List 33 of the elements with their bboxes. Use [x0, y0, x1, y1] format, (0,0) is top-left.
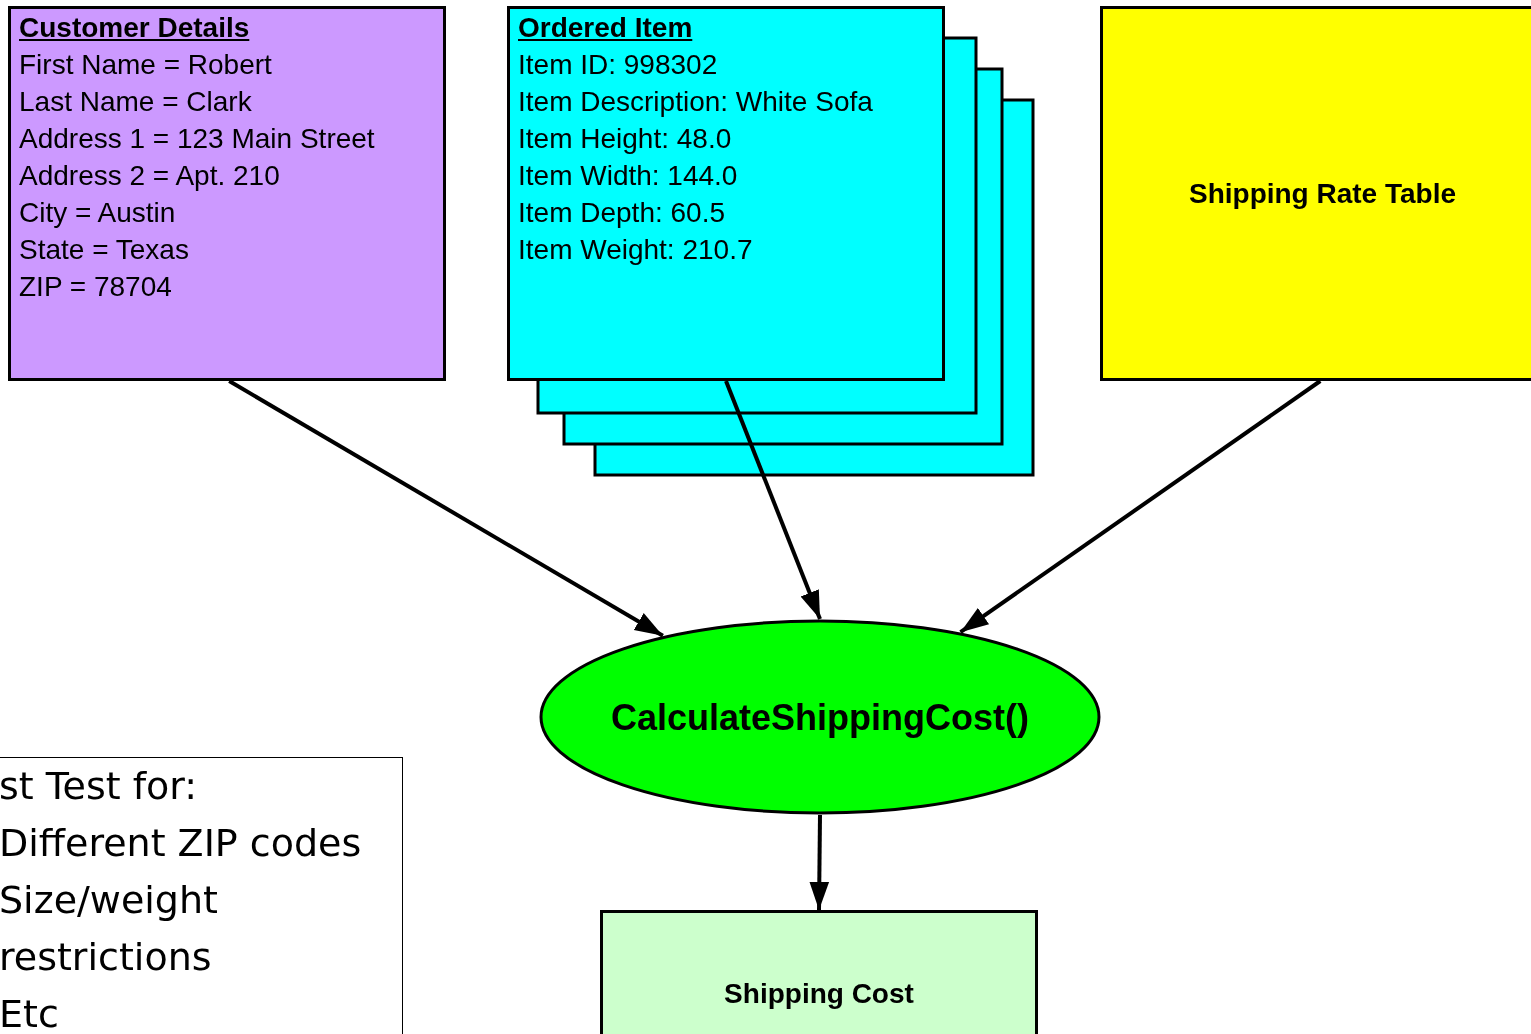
text-line: Item Width: 144.0: [518, 159, 739, 193]
text-line: Address 2 = Apt. 210: [19, 159, 281, 193]
data-card: [507, 6, 945, 381]
process-box: [1100, 6, 1531, 381]
text-line: Item Height: 48.0: [518, 122, 733, 156]
text-line: City = Austin: [19, 196, 177, 230]
function-ellipse: [539, 619, 1101, 815]
arrow: [228, 379, 664, 638]
text-line: First Name = Robert: [19, 48, 273, 82]
process-box: [600, 910, 1038, 1034]
text-line: Item Weight: 210.7: [518, 233, 754, 267]
text-line: Last Name = Clark: [19, 85, 253, 119]
text-line: Size/weight: [0, 877, 219, 924]
arrow: [959, 379, 1322, 634]
note-box: [0, 757, 403, 1034]
text-line: restrictions: [0, 934, 213, 981]
text-line: State = Texas: [19, 233, 190, 267]
text-line: st Test for:: [0, 763, 199, 810]
text-line: Etc: [0, 991, 60, 1034]
arrow: [809, 814, 830, 911]
heading: Ordered Item: [518, 11, 694, 45]
text-line: Item Depth: 60.5: [518, 196, 726, 230]
text-line: ZIP = 78704: [19, 270, 173, 304]
text-line: Different ZIP codes: [0, 820, 363, 867]
label: Shipping Cost: [724, 977, 914, 1011]
heading: Customer Details: [19, 11, 251, 45]
label: Shipping Rate Table: [1188, 177, 1457, 211]
label: CalculateShippingCost(): [611, 698, 1029, 736]
arrow: [724, 380, 822, 620]
text-line: Address 1 = 123 Main Street: [19, 122, 376, 156]
text-line: Item ID: 998302: [518, 48, 719, 82]
text-line: Item Description: White Sofa: [518, 85, 874, 119]
data-box: [8, 6, 446, 381]
